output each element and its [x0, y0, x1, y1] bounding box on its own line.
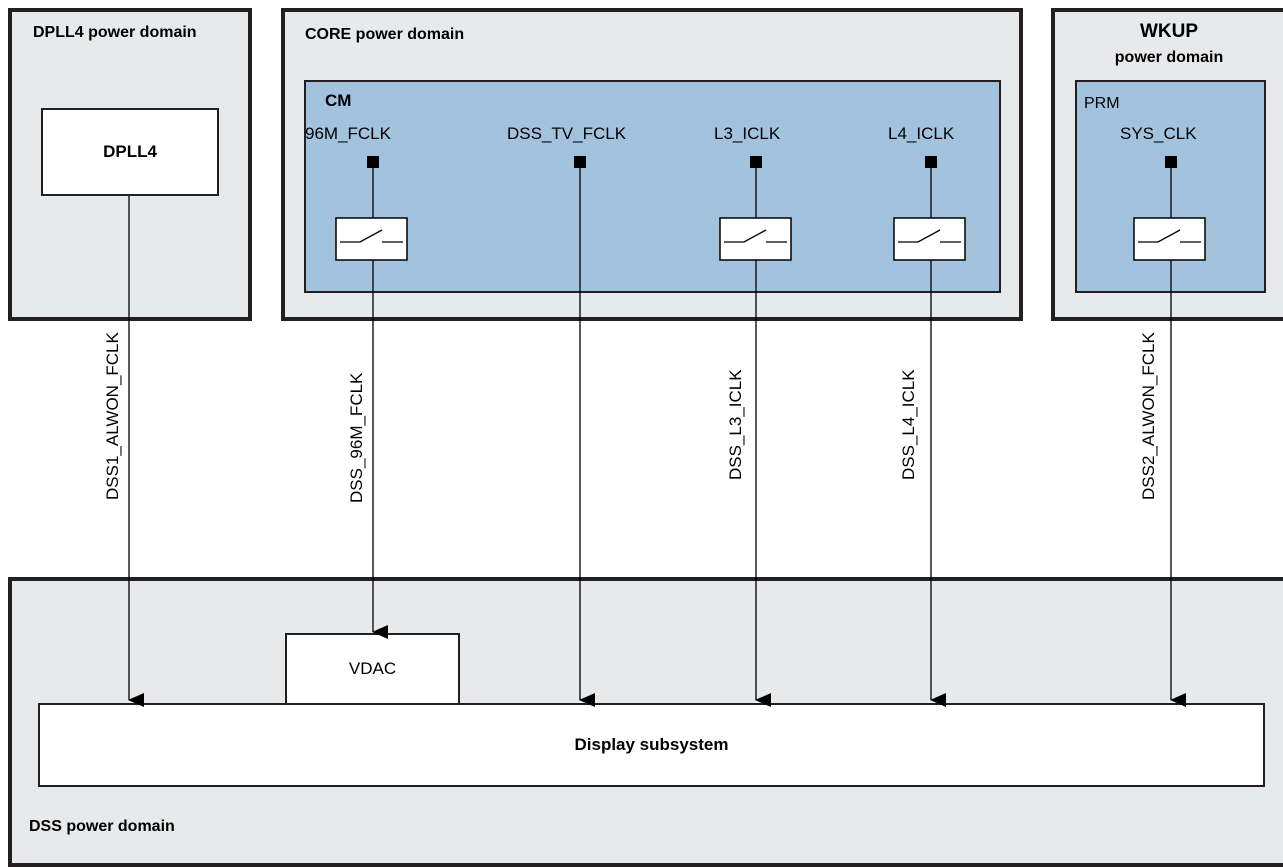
terminal-sys-clk: [1165, 156, 1177, 168]
label-dss-l3-iclk: DSS_L3_ICLK: [726, 369, 745, 480]
label-dss2-alwon-fclk: DSS2_ALWON_FCLK: [1139, 332, 1158, 500]
cm-block: [304, 80, 1001, 293]
switch-l3-iclk: [719, 217, 792, 261]
switch-96m-fclk: [335, 217, 408, 261]
dpll4-domain-title: DPLL4 power domain: [33, 24, 197, 41]
wkup-domain-title-line2: power domain: [1114, 49, 1224, 66]
switch-sys-clk: [1133, 217, 1206, 261]
dpll4-block-label: DPLL4: [103, 142, 157, 161]
prm-label: PRM: [1084, 95, 1120, 112]
core-domain-title: CORE power domain: [305, 26, 465, 43]
clock-96m-fclk: 96M_FCLK: [305, 124, 391, 143]
terminal-l4-iclk: [925, 156, 937, 168]
display-subsystem-block: Display subsystem: [38, 703, 1265, 787]
clock-l4-iclk: L4_ICLK: [888, 124, 955, 143]
dpll4-block: DPLL4: [41, 108, 219, 196]
cm-label: CM: [325, 91, 352, 110]
label-dss-96m-fclk: DSS_96M_FCLK: [347, 372, 366, 503]
label-dss1-alwon-fclk: DSS1_ALWON_FCLK: [103, 332, 122, 500]
clock-sys-clk: SYS_CLK: [1120, 124, 1197, 143]
clock-dss-tv-fclk: DSS_TV_FCLK: [507, 124, 627, 143]
vdac-label: VDAC: [348, 659, 397, 678]
label-dss-l4-iclk: DSS_L4_ICLK: [899, 369, 918, 480]
terminal-dss-tv-fclk: [574, 156, 586, 168]
clock-wiring: [128, 156, 1206, 707]
terminal-96m-fclk: [367, 156, 379, 168]
clock-l3-iclk: L3_ICLK: [714, 124, 781, 143]
switch-l4-iclk: [893, 217, 966, 261]
display-subsystem-label: Display subsystem: [574, 735, 729, 754]
dss-domain-title: DSS power domain: [29, 818, 175, 835]
wkup-domain-title-line1: WKUP: [1139, 21, 1199, 42]
terminal-l3-iclk: [750, 156, 762, 168]
